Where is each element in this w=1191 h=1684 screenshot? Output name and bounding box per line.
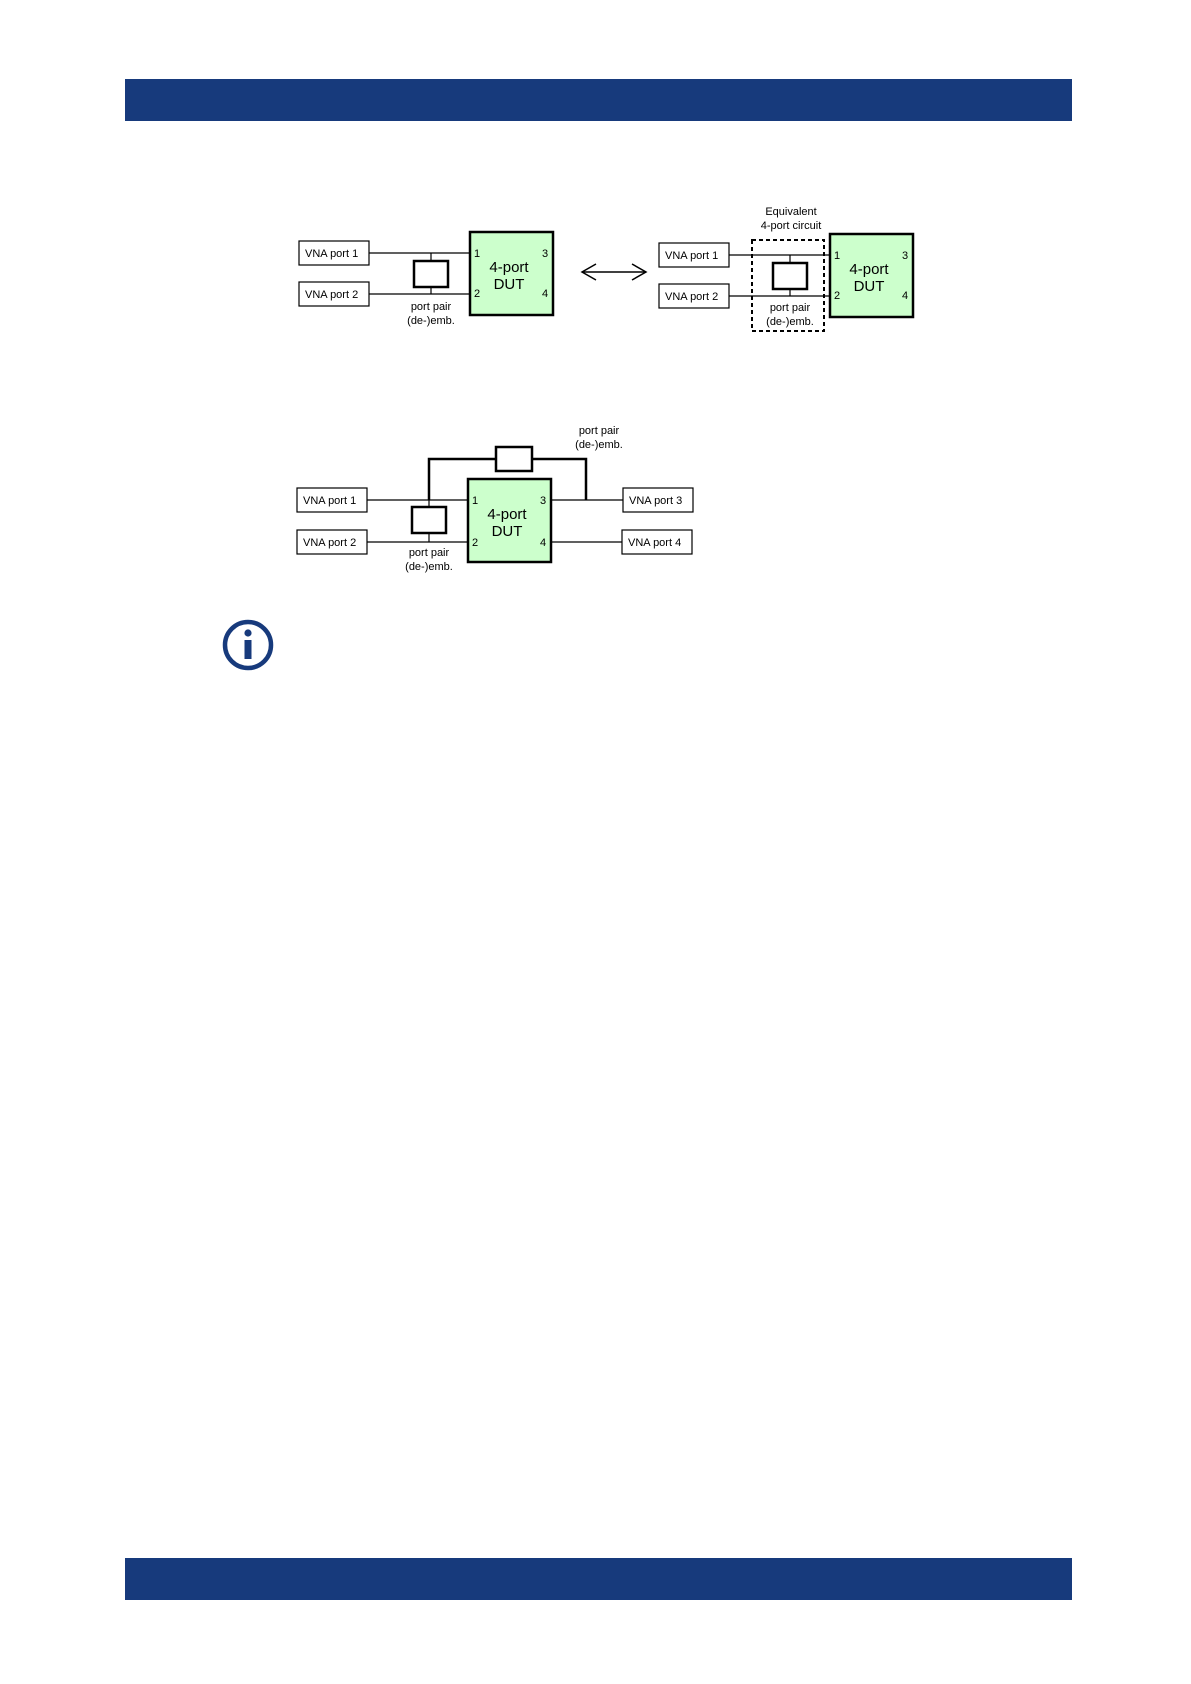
dut-port-3: 3 — [542, 248, 548, 260]
pair-label-2: (de-)emb. — [407, 315, 455, 327]
footer-band — [125, 1558, 1072, 1600]
vna-port2-label: VNA port 2 — [303, 537, 356, 549]
equivalent-label-2: 4-port circuit — [761, 220, 822, 232]
dut-port-1: 1 — [834, 250, 840, 262]
pair-label-1: port pair — [409, 547, 450, 559]
dut-label-1: 4-port — [849, 261, 889, 278]
vna-port2-label: VNA port 2 — [665, 291, 718, 303]
vna-port1-label: VNA port 1 — [303, 495, 356, 507]
pair-label-1: port pair — [770, 302, 811, 314]
diagram1-left: VNA port 1 VNA port 2 port pair (de-)emb… — [299, 232, 553, 327]
dut-port-1: 1 — [474, 248, 480, 260]
dut-label-2: DUT — [494, 276, 525, 293]
dut-port-4: 4 — [540, 537, 546, 549]
dut-label-2: DUT — [854, 278, 885, 295]
dut-port-2: 2 — [472, 537, 478, 549]
vna-port2-label: VNA port 2 — [305, 289, 358, 301]
vna-port1-label: VNA port 1 — [665, 250, 718, 262]
pair-label-1: port pair — [411, 301, 452, 313]
pair-network-box — [414, 261, 448, 287]
diagram2: port pair (de-)emb. VNA port 1 VNA port … — [297, 425, 693, 573]
double-arrow-icon — [582, 264, 646, 280]
dut-port-4: 4 — [902, 290, 908, 302]
dut-port-1: 1 — [472, 495, 478, 507]
pair-label-2: (de-)emb. — [405, 561, 453, 573]
pair-network-box — [773, 263, 807, 289]
vna-port1-label: VNA port 1 — [305, 248, 358, 260]
top-pair-label-2: (de-)emb. — [575, 439, 623, 451]
equivalent-label-1: Equivalent — [765, 206, 816, 218]
dut-port-4: 4 — [542, 288, 548, 300]
dut-label-1: 4-port — [489, 259, 529, 276]
dut-port-2: 2 — [474, 288, 480, 300]
dut-label-1: 4-port — [487, 506, 527, 523]
top-pair-network-box — [496, 447, 532, 471]
pair-network-box — [412, 507, 446, 533]
info-circle-icon — [222, 619, 274, 671]
pair-label-2: (de-)emb. — [766, 316, 814, 328]
diagram1-right: Equivalent 4-port circuit VNA port 1 VNA… — [659, 206, 913, 331]
top-pair-label-1: port pair — [579, 425, 620, 437]
vna-port4-label: VNA port 4 — [628, 537, 681, 549]
dut-port-2: 2 — [834, 290, 840, 302]
dut-port-3: 3 — [902, 250, 908, 262]
dut-label-2: DUT — [492, 523, 523, 540]
vna-port3-label: VNA port 3 — [629, 495, 682, 507]
dut-port-3: 3 — [540, 495, 546, 507]
